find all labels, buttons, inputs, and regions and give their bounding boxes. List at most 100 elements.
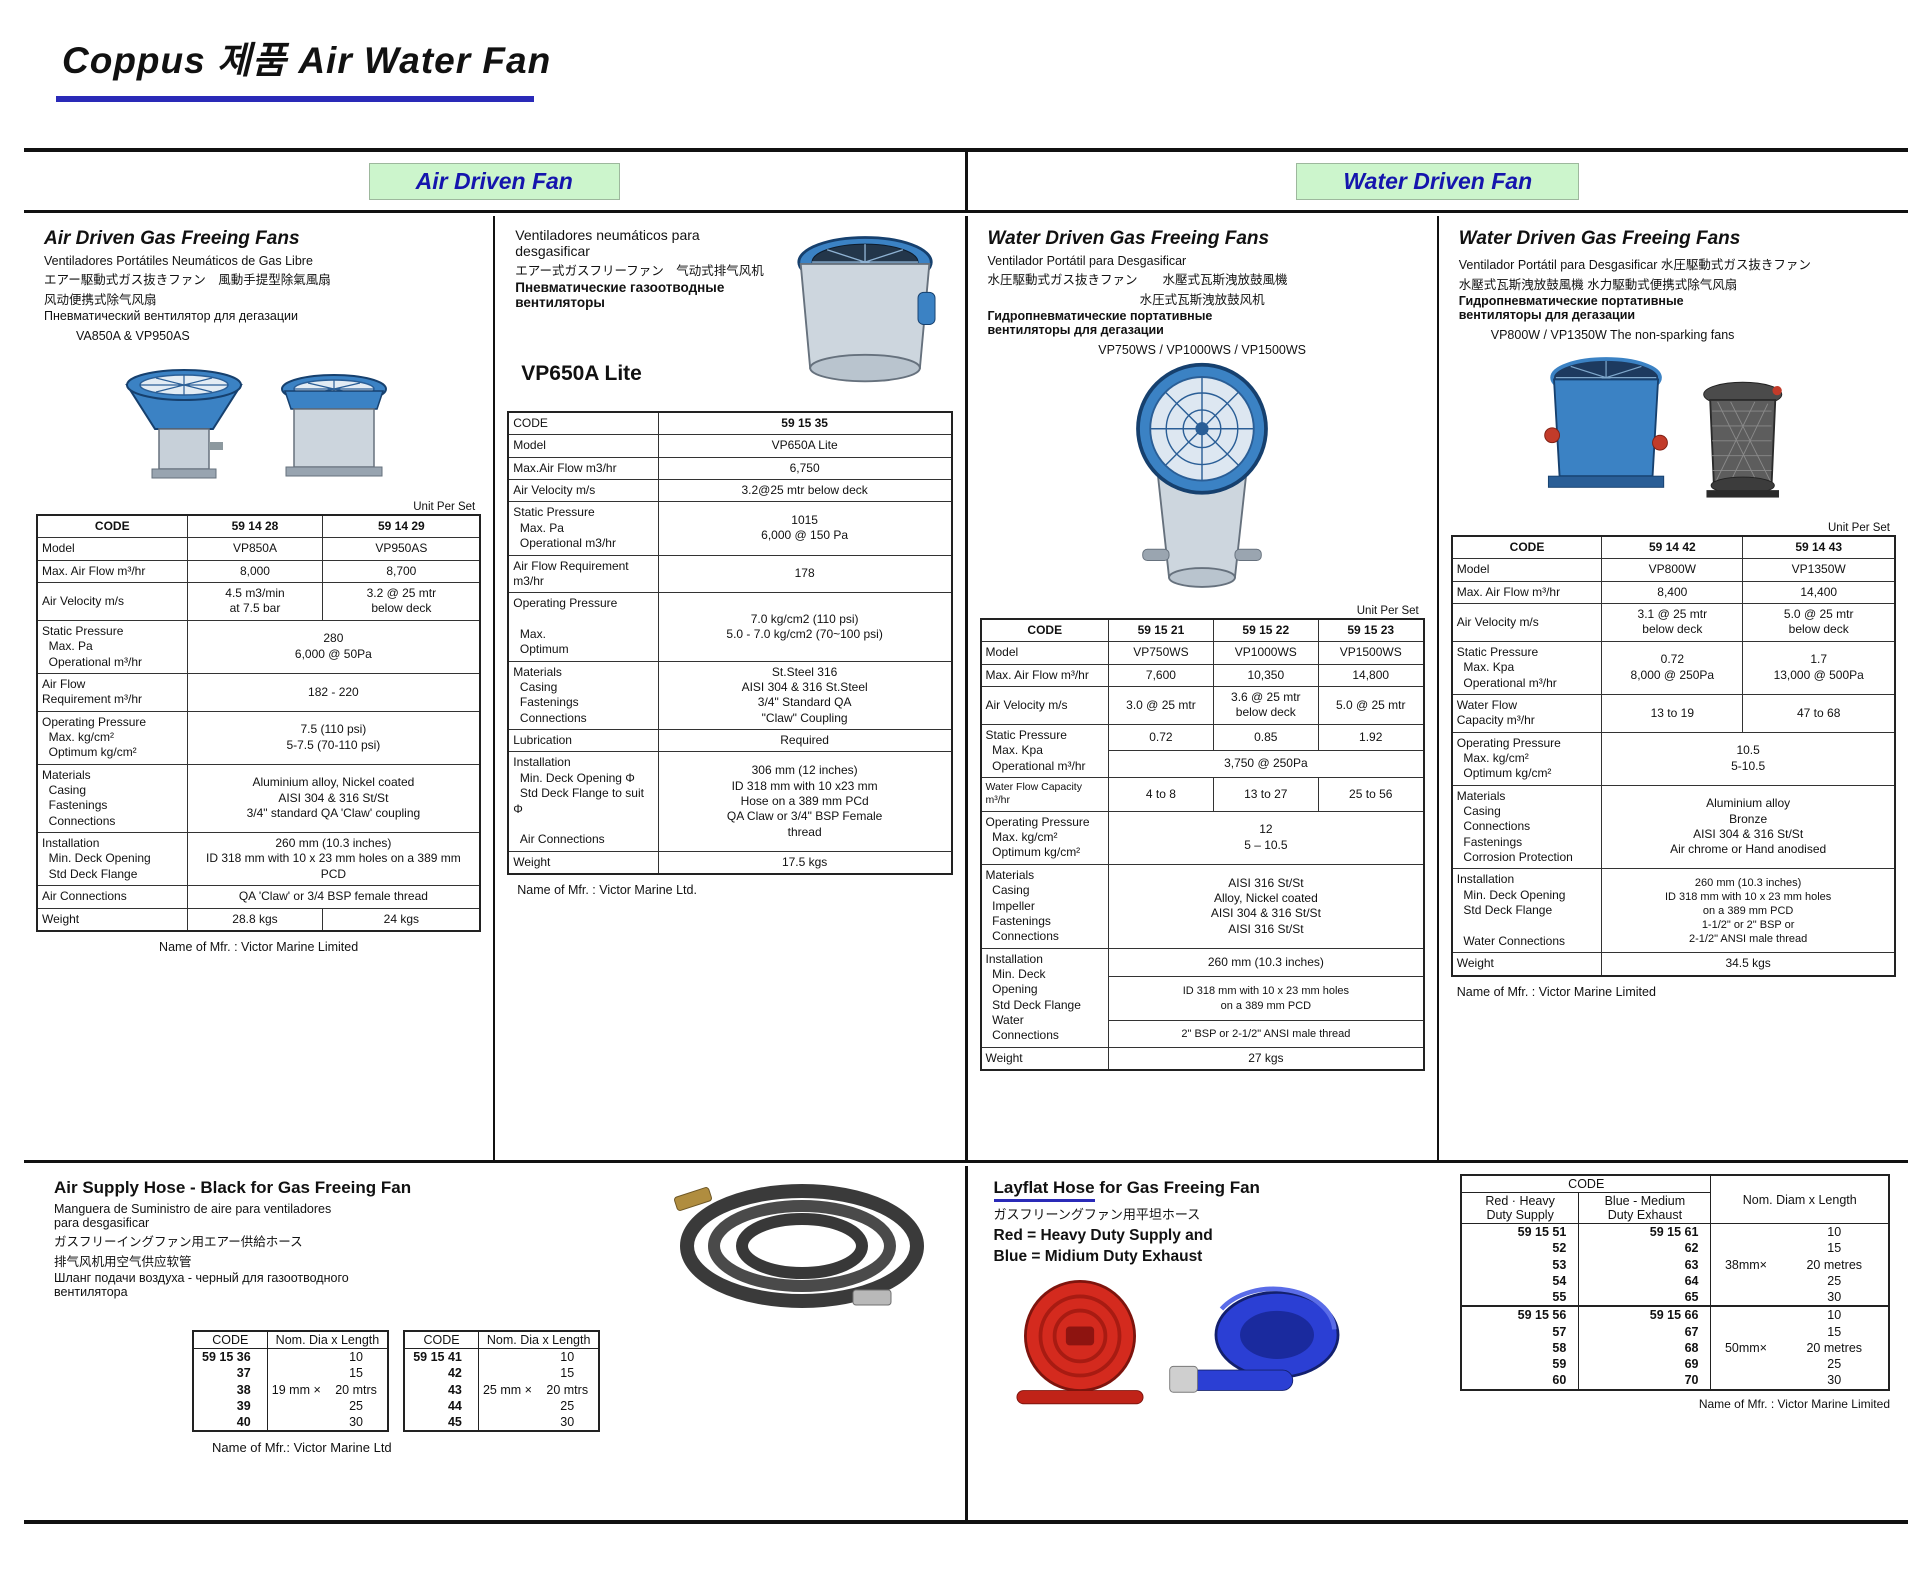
code-value-1: 59 15 21 <box>1108 618 1214 643</box>
panel3-subtitle-ru: Гидропневматические портативные вентилят… <box>987 309 1213 337</box>
press-value: 12 5 – 10.5 <box>1107 810 1425 865</box>
waterflow-value-1: 13 to 19 <box>1601 693 1744 733</box>
layflat-legend-red: Red = Heavy Duty Supply and <box>993 1227 1213 1244</box>
static-value-2: 1.7 13,000 @ 500Pa <box>1742 640 1896 695</box>
layflat-photos <box>1000 1276 1461 1411</box>
panel2-model-big: VP650A Lite <box>521 362 642 385</box>
airflow-label: Max. Air Flow m³/hr <box>36 559 188 584</box>
weight-value-1: 28.8 kgs <box>186 907 324 932</box>
velocity-label: Air Velocity m/s <box>36 582 188 621</box>
model-label: Model <box>980 641 1109 665</box>
materials-label: Materials Casing Fastenings Connections <box>507 660 659 731</box>
press-label: Operating Pressure Max. kg/cm² Optimum k… <box>36 710 188 765</box>
title-underline <box>56 96 534 102</box>
row-weight: Weight 27 kgs <box>980 1046 1425 1071</box>
hose-diameter: 38mm× <box>1724 1257 1767 1272</box>
static-value-3: 1.92 <box>1317 723 1425 752</box>
blue-layflat-hose-illustration <box>1168 1286 1339 1393</box>
red-code: 55 <box>1461 1289 1580 1307</box>
row-velocity: Air Velocity m/s 3.1 @ 25 mtr below deck… <box>1451 603 1896 642</box>
panel2-spec-table: CODE 59 15 35 Model VP650A Lite Max.Air … <box>507 411 953 875</box>
row-airflow: Max. Air Flow m³/hr 7,600 10,350 14,800 <box>980 663 1425 688</box>
row-installation: Installation Min. Deck Opening Φ Std Dec… <box>507 751 953 852</box>
panel4-subtitle-3: Гидропневматические портативные вентилят… <box>1458 294 1684 322</box>
nom-header: Nom. Diam x Length <box>1710 1174 1890 1224</box>
row-installation-1: Installation Min. Deck Opening Std Deck … <box>980 947 1425 1048</box>
blue-code: 69 <box>1578 1356 1712 1373</box>
air-supply-hose-section: Air Supply Hose - Black for Gas Freeing … <box>24 1166 965 1520</box>
air-hose-title: Air Supply Hose - Black for Gas Freeing … <box>54 1178 412 1197</box>
installation-label: Installation Min. Deck Opening Φ Std Dec… <box>507 751 659 852</box>
waterflow-value-1: 4 to 8 <box>1108 776 1214 812</box>
press-label: Operating Pressure Max. Optimum <box>507 592 659 662</box>
velocity-value: 3.2@25 mtr below deck <box>657 479 953 503</box>
row-airflow: Max. Air Flow m³/hr 8,000 8,700 <box>36 559 481 584</box>
hose-length: 20 metres <box>1806 1340 1863 1355</box>
hose-length: 10 <box>349 1350 363 1364</box>
panel2-subtitle-es: Ventiladores neumáticos para desgasifica… <box>515 227 700 259</box>
hose-length: 15 <box>349 1366 363 1381</box>
panel4-unit-per-set: Unit Per Set <box>1828 522 1890 534</box>
red-code: 59 15 51 <box>1461 1223 1580 1241</box>
row-weight: Weight 17.5 kgs <box>507 850 953 875</box>
velocity-value-1: 3.0 @ 25 mtr <box>1108 686 1214 725</box>
waterflow-value-3: 25 to 56 <box>1317 776 1425 812</box>
panel3-subtitle-es: Ventilador Portátil para Desgasificar <box>987 254 1187 268</box>
layflat-title-rest: for Gas Freeing Fan <box>1099 1178 1260 1197</box>
materials-label: Materials Casing Connections Fastenings … <box>1451 784 1603 870</box>
section-header-row: Air Driven Fan Water Driven Fan <box>24 152 1908 213</box>
red-code: 59 15 56 <box>1461 1305 1580 1324</box>
air-hose-subtitle-ru: Шланг подачи воздуха - черный для газоот… <box>54 1271 349 1299</box>
row-installation: Installation Min. Deck Opening Std Deck … <box>1451 868 1896 954</box>
blue-code: 59 15 61 <box>1578 1223 1712 1241</box>
row-air-connections: Air Connections QA 'Claw' or 3/4 BSP fem… <box>36 885 481 909</box>
aircon-value: QA 'Claw' or 3/4 BSP female thread <box>186 885 481 909</box>
materials-value: AISI 316 St/St Alloy, Nickel coated AISI… <box>1107 863 1425 949</box>
airflow-value-3: 14,800 <box>1317 663 1425 688</box>
airflow-value-2: 8,700 <box>322 559 481 584</box>
materials-label: Materials Casing Fastenings Connections <box>36 763 188 834</box>
red-code: 54 <box>1461 1272 1580 1289</box>
hose-length: 15 <box>1827 1241 1842 1256</box>
divider-top <box>24 148 1908 152</box>
installation-label: Installation Min. Deck Opening Std Deck … <box>1451 868 1603 954</box>
air-fans-illustration <box>124 369 387 479</box>
layflat-code-table: CODE Nom. Diam x Length Red · Heavy Duty… <box>1460 1174 1890 1391</box>
hose-length: 25 <box>560 1398 575 1413</box>
panel1-unit-per-set: Unit Per Set <box>413 501 476 513</box>
layflat-title-highlight: Layflat Hose <box>993 1178 1095 1202</box>
model-value: VP650A Lite <box>657 434 953 458</box>
hose-code: 59 15 36 <box>193 1348 268 1366</box>
panel3-title: Water Driven Gas Freeing Fans <box>987 228 1270 249</box>
weight-label: Weight <box>36 907 188 932</box>
code-label: CODE <box>980 618 1109 643</box>
panel1-subtitle-es: Ventiladores Portátiles Neumáticos de Ga… <box>44 254 313 268</box>
static-value-1: 0.72 8,000 @ 250Pa <box>1601 640 1744 695</box>
code-value-2: 59 14 29 <box>322 514 481 539</box>
weight-value: 27 kgs <box>1107 1046 1425 1071</box>
hose-length: 20 mtrs <box>546 1382 589 1397</box>
weight-value: 34.5 kgs <box>1601 952 1896 977</box>
hose-sections: Air Supply Hose - Black for Gas Freeing … <box>24 1166 1908 1524</box>
installation-value-1: 260 mm (10.3 inches) <box>1107 947 1425 977</box>
layflat-legend-blue: Blue = Midium Duty Exhaust <box>993 1248 1203 1265</box>
code-header: CODE <box>403 1330 479 1349</box>
hose-length: 10 <box>560 1350 575 1364</box>
code-value-1: 59 14 28 <box>186 514 324 539</box>
hose-length: 10 <box>1780 1305 1889 1324</box>
panel-air-driven-gas-freeing-fans: Air Driven Gas Freeing Fans Ventiladores… <box>24 216 493 1160</box>
hose-code: 42 <box>404 1365 479 1382</box>
panel-vp650a-lite: Ventiladores neumáticos para desgasifica… <box>493 216 964 1160</box>
static-label: Static Pressure Max. Kpa Operational m³/… <box>1451 640 1603 695</box>
velocity-label: Air Velocity m/s <box>507 479 659 503</box>
panel3-spec-table: CODE 59 15 21 59 15 22 59 15 23 Model VP… <box>979 618 1425 1072</box>
red-code: 57 <box>1461 1323 1580 1340</box>
lubrication-value: Required <box>657 729 953 753</box>
panel1-spec-table: CODE 59 14 28 59 14 29 Model VP850A VP95… <box>36 514 482 932</box>
